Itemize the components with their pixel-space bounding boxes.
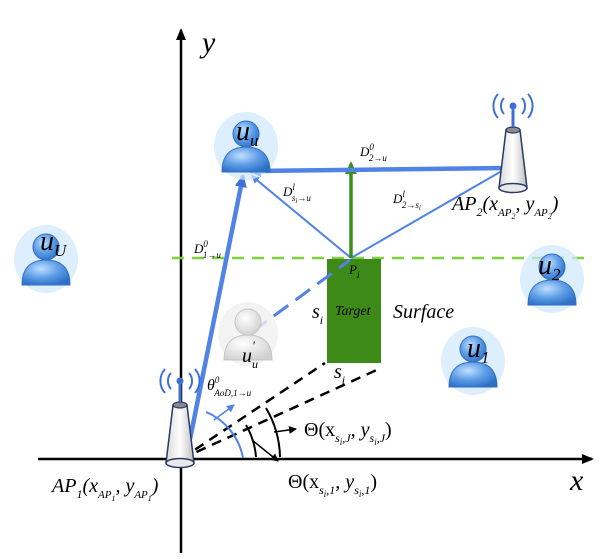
label-s-i-left: si bbox=[312, 301, 323, 327]
label-u-U: uU bbox=[40, 226, 68, 260]
x-axis-label: x bbox=[569, 464, 584, 497]
label-AP2: AP2(xAP2, yAP2) bbox=[450, 193, 559, 221]
ap2-icon bbox=[491, 92, 535, 194]
Theta-1-pointer bbox=[251, 439, 279, 462]
target-surface bbox=[327, 259, 381, 363]
label-u-2: u2 bbox=[538, 250, 561, 284]
path-AP2-to-P bbox=[350, 167, 508, 259]
label-target: Target bbox=[335, 304, 372, 319]
dashed-line-s1 bbox=[180, 366, 382, 461]
theta-aod-arrow bbox=[213, 404, 235, 421]
label-P-i: Pi bbox=[348, 262, 360, 280]
label-ghost-u: uu' bbox=[242, 338, 258, 371]
path-AP1-to-user bbox=[184, 174, 247, 455]
Theta-J-pointer bbox=[273, 425, 297, 434]
label-u-1: u1 bbox=[467, 333, 490, 367]
label-surface: Surface bbox=[393, 301, 454, 323]
ghost-to-P-dashed bbox=[251, 258, 351, 334]
label-Theta-1: Θ(xsi,1, ysi,1) bbox=[288, 471, 377, 499]
label-Theta-J: Θ(xsi,J, ysi,J) bbox=[304, 419, 392, 447]
path-AP2-to-user bbox=[248, 164, 508, 177]
theta-aod-arc bbox=[205, 411, 244, 459]
Theta-1-arc bbox=[245, 424, 257, 458]
y-axis-label: y bbox=[199, 26, 216, 59]
label-AP1: AP1(xAP1, yAP1) bbox=[50, 475, 159, 503]
dashed-line-sJ bbox=[180, 361, 326, 461]
path-P-to-user bbox=[251, 175, 352, 259]
label-s-i-bottom: si bbox=[334, 361, 345, 387]
label-u-u: uu bbox=[236, 116, 259, 150]
